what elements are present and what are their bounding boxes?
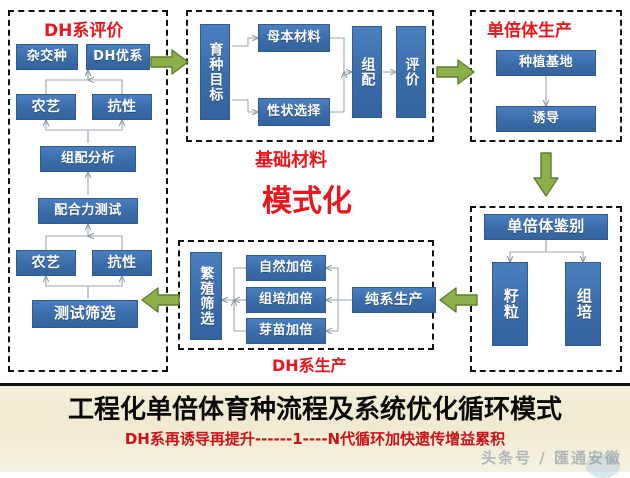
box-hybrid[interactable]: 杂交种 [16,44,78,70]
caption-dh-line-production: DH系生产 [272,356,347,375]
box-propagation-screening[interactable]: 繁殖筛选 [190,252,222,340]
box-tissue-culture[interactable]: 组培 [565,262,601,346]
panel-dh-evaluation [8,10,168,372]
box-pure-line-production[interactable]: 纯系生产 [352,287,436,313]
box-parent-material[interactable]: 母本材料 [258,24,330,52]
green-arrow-haploid-down [532,152,560,198]
box-dh-elite[interactable]: DH优系 [86,44,150,70]
green-arrow-identification-to-dh [438,286,478,314]
green-arrow-base-to-haploid [436,58,476,86]
box-agronomy-top[interactable]: 农艺 [16,94,76,120]
box-induction[interactable]: 诱导 [496,106,596,132]
green-arrow-dh-to-eval [140,286,180,314]
box-trait-selection[interactable]: 性状选择 [258,98,330,126]
box-tissue-culture-doubling[interactable]: 组培加倍 [246,287,326,313]
banner-title: 工程化单倍体育种流程及系统优化循环模式 [67,395,562,425]
box-seed-grain[interactable]: 籽粒 [492,262,528,346]
box-breeding-goal[interactable]: 育种目标 [200,24,230,120]
box-planting-base[interactable]: 种植基地 [496,50,596,76]
banner-subtitle: DH系再诱导再提升------1----N代循环加快遗传增益累积 [124,430,506,448]
box-test-screening[interactable]: 测试筛选 [32,300,138,328]
panel-haploid-identification [470,206,622,372]
caption-center-model: 模式化 [262,184,352,219]
panel-base-material [186,10,434,142]
box-agronomy-bottom[interactable]: 农艺 [16,250,76,276]
box-combining-ability-test[interactable]: 配合力测试 [38,198,138,224]
green-arrow-eval-to-base [150,48,190,76]
box-haploid-identification[interactable]: 单倍体鉴别 [484,214,608,240]
box-seedling-doubling[interactable]: 芽苗加倍 [246,318,326,344]
box-resistance-bottom[interactable]: 抗性 [92,250,152,276]
box-assembly[interactable]: 组配 [352,26,382,118]
box-natural-doubling[interactable]: 自然加倍 [246,255,326,281]
box-combination-analysis[interactable]: 组配分析 [40,146,136,172]
caption-haploid-production: 单倍体生产 [487,21,572,41]
box-resistance-top[interactable]: 抗性 [92,94,152,120]
bottom-banner: 工程化单倍体育种流程及系统优化循环模式 DH系再诱导再提升------1----… [0,383,630,478]
panel-haploid-production [470,10,622,142]
caption-base-material: 基础材料 [255,150,327,171]
box-evaluation[interactable]: 评价 [396,26,426,118]
caption-dh-evaluation: DH系评价 [44,21,124,41]
watermark-text: 头条号 / 匯通安徽 [481,449,622,467]
